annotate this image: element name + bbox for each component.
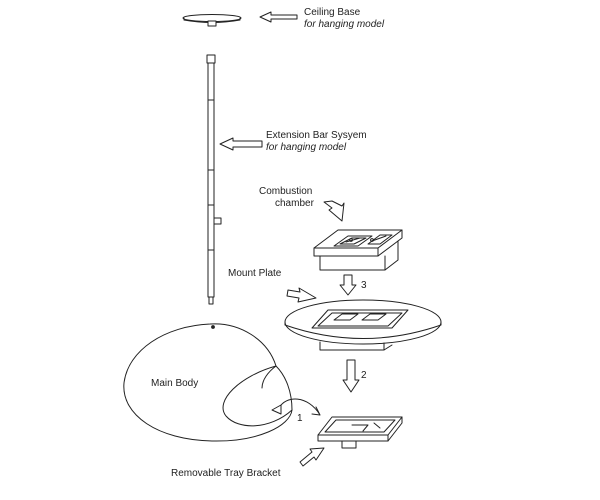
tray-bracket-label: Removable Tray Bracket: [171, 468, 281, 479]
combustion-chamber-label-line2: chamber: [275, 198, 314, 209]
step-2-arrow: [342, 359, 360, 393]
combustion-chamber-label-line1: Combustion: [259, 186, 313, 197]
combustion-chamber-part: [313, 229, 403, 271]
tray-bracket-arrow: [299, 447, 325, 467]
ceiling-base-part: [182, 14, 242, 27]
tray-bracket-part: [317, 416, 403, 449]
extension-bar-part: [206, 54, 222, 305]
step-1-arrow-head: [271, 404, 282, 415]
mount-plate-part: [284, 299, 442, 351]
mount-plate-label: Mount Plate: [228, 268, 282, 279]
combustion-chamber-arrow: [323, 200, 345, 222]
extension-bar-note: for hanging model: [266, 142, 347, 153]
step-3-arrow: [339, 274, 357, 296]
mount-plate-arrow: [286, 287, 317, 303]
step-3-label: 3: [361, 280, 367, 291]
step-1-label: 1: [297, 413, 303, 424]
step-2-label: 2: [361, 370, 367, 381]
ceiling-base-label: Ceiling Base: [304, 7, 361, 18]
ceiling-base-note: for hanging model: [304, 19, 385, 30]
extension-bar-label: Extension Bar Sysyem: [266, 130, 367, 141]
main-body-label: Main Body: [151, 378, 199, 389]
ceiling-base-arrow: [259, 11, 298, 23]
main-body-part: [123, 323, 293, 442]
extension-bar-arrow: [219, 137, 263, 151]
